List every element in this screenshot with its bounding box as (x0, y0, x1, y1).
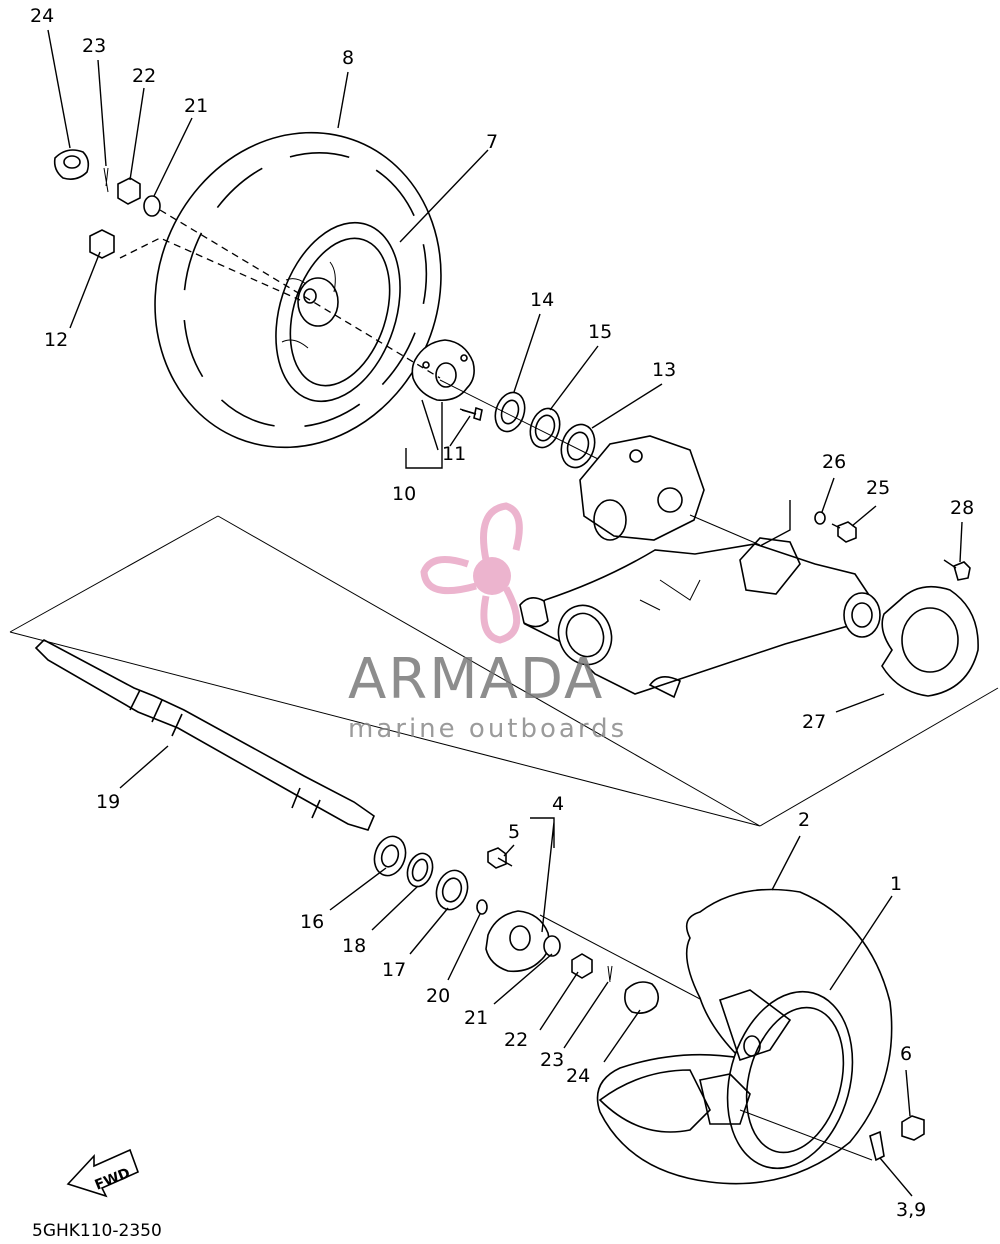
callout-26: 26 (822, 451, 846, 473)
fwd-arrow: FWD (66, 1148, 140, 1198)
lower-bearings (373, 835, 488, 915)
callout-11: 11 (442, 443, 466, 465)
assembly-frame-lines (9, 515, 999, 827)
hub-to-housing-line (439, 379, 601, 461)
leader-lines (47, 29, 963, 1197)
callout-20: 20 (426, 985, 450, 1007)
lower-fasteners (543, 935, 660, 1014)
final-drive-housing (579, 435, 761, 546)
callout-22: 22 (132, 65, 156, 87)
propeller-logo (420, 502, 523, 644)
callout-22-lower: 22 (504, 1029, 528, 1051)
axle-centerline-upper (119, 209, 441, 379)
watermark-tagline: marine outboards (348, 714, 627, 744)
callout-17: 17 (382, 959, 406, 981)
swing-arm (519, 537, 881, 699)
callout-14: 14 (530, 289, 554, 311)
callout-15: 15 (588, 321, 612, 343)
watermark-brand: ARMADA (348, 647, 604, 712)
callout-5: 5 (508, 821, 520, 843)
brake-disc (881, 585, 979, 697)
callout-2: 2 (798, 809, 810, 831)
callout-6: 6 (900, 1043, 912, 1065)
callout-24-lower: 24 (566, 1065, 590, 1087)
callout-4: 4 (552, 793, 564, 815)
callout-16: 16 (300, 911, 324, 933)
diagram-code: 5GHK110-2350 (32, 1221, 162, 1241)
callout-23: 23 (82, 35, 106, 57)
wheel-nut-and-valve (739, 1109, 925, 1162)
callout-3-9: 3,9 (896, 1199, 926, 1221)
callout-8: 8 (342, 47, 354, 69)
lower-wheel (596, 888, 893, 1185)
upper-hub (411, 339, 475, 402)
upper-fasteners (53, 149, 161, 259)
callout-1: 1 (890, 873, 902, 895)
callout-12: 12 (44, 329, 68, 351)
callout-24: 24 (30, 5, 54, 27)
callout-28: 28 (950, 497, 974, 519)
housing-fasteners (814, 511, 971, 581)
rear-axle (34, 639, 375, 831)
callout-25: 25 (866, 477, 890, 499)
callout-10: 10 (392, 483, 416, 505)
callout-21-lower: 21 (464, 1007, 488, 1029)
callout-18: 18 (342, 935, 366, 957)
upper-wheel (154, 131, 442, 449)
callout-23-lower: 23 (540, 1049, 564, 1071)
callout-labels: 24 23 22 21 8 7 12 14 15 13 11 10 26 25 … (30, 5, 974, 1221)
watermark: ARMADA marine outboards (348, 502, 627, 744)
hub-bolt (459, 406, 483, 422)
callout-21: 21 (184, 95, 208, 117)
callout-19: 19 (96, 791, 120, 813)
callout-27: 27 (802, 711, 826, 733)
callout-7: 7 (486, 131, 498, 153)
callout-13: 13 (652, 359, 676, 381)
upper-bearings (494, 391, 596, 469)
lower-hub (485, 847, 550, 973)
